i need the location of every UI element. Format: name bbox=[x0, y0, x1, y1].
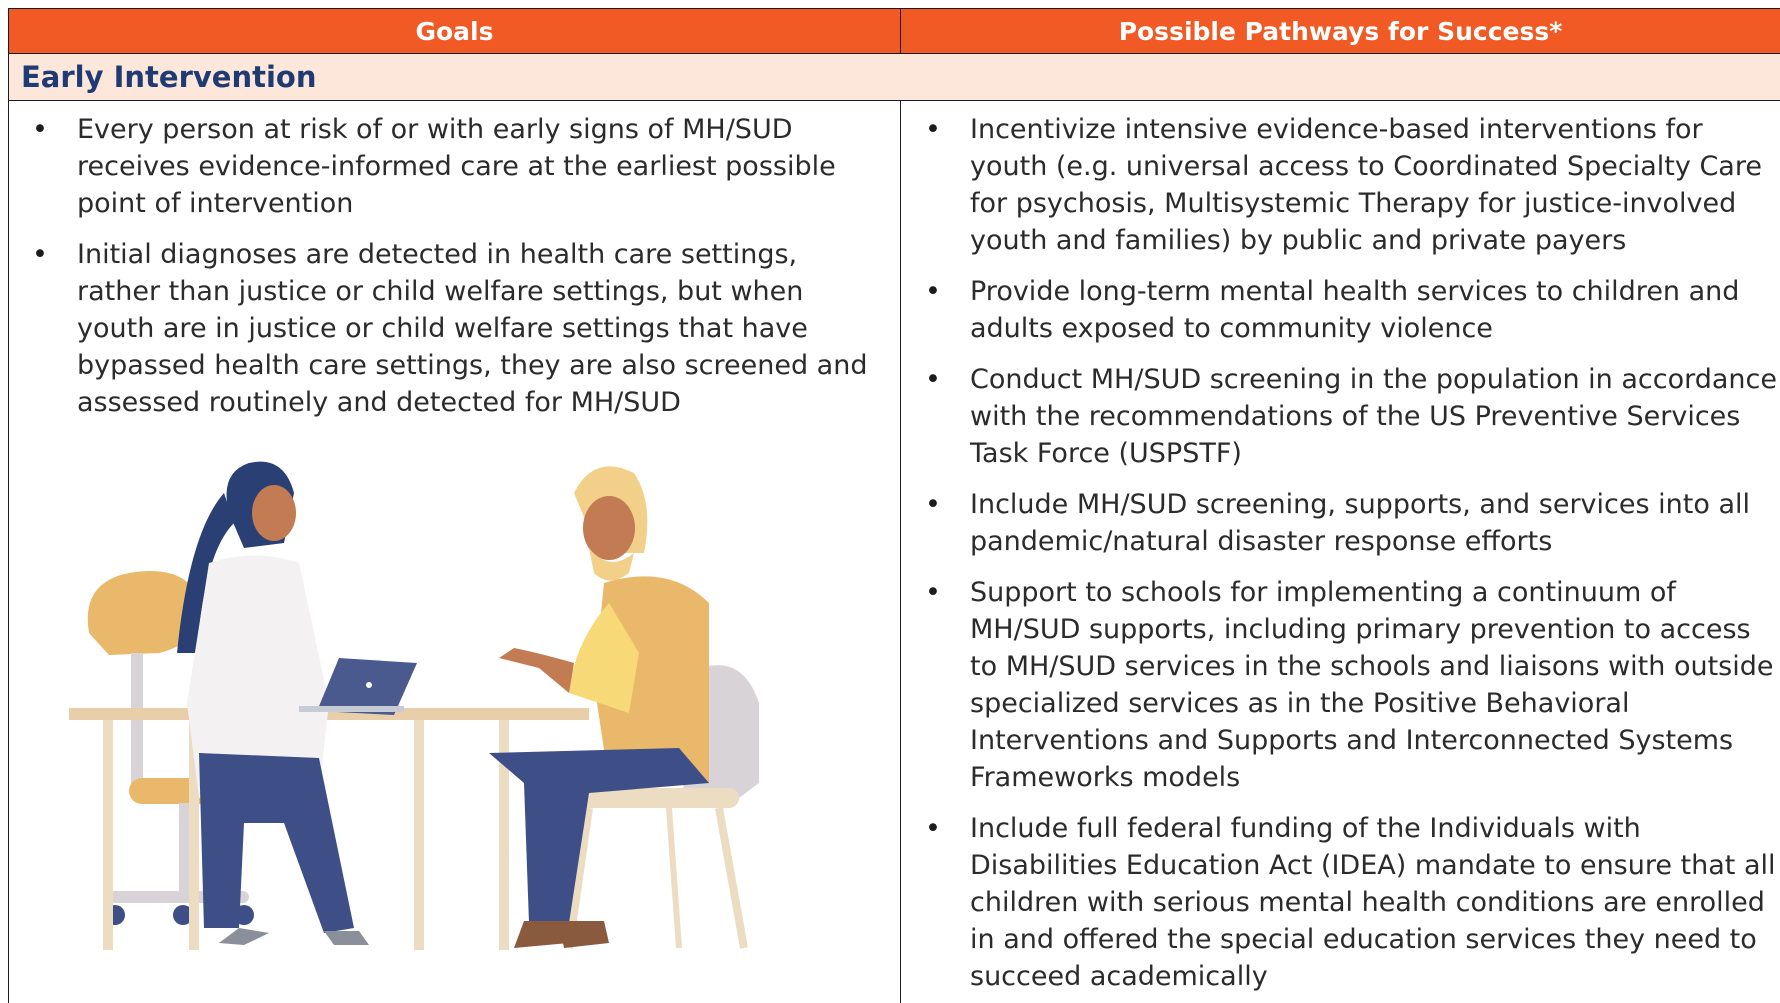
pathways-list: Incentivize intensive evidence-based int… bbox=[902, 101, 1780, 995]
goals-header: Goals bbox=[9, 9, 901, 53]
doctor-patient-consultation-icon bbox=[69, 461, 759, 950]
goals-list: Every person at risk of or with early si… bbox=[9, 101, 900, 421]
pathway-item: Include MH/SUD screening, supports, and … bbox=[925, 486, 1780, 560]
patient-figure bbox=[489, 466, 709, 948]
pathway-item: Include full federal funding of the Indi… bbox=[925, 810, 1780, 995]
pathway-item: Provide long-term mental health services… bbox=[925, 273, 1780, 347]
goals-column: Every person at risk of or with early si… bbox=[9, 101, 901, 1003]
table-header-row: Goals Possible Pathways for Success* bbox=[9, 9, 1780, 54]
section-row: Early Intervention bbox=[9, 54, 1780, 101]
pathway-item: Conduct MH/SUD screening in the populati… bbox=[925, 361, 1780, 472]
laptop-icon bbox=[299, 658, 417, 715]
pathway-item: Support to schools for implementing a co… bbox=[925, 574, 1780, 796]
goal-item: Every person at risk of or with early si… bbox=[32, 111, 888, 222]
pathways-header: Possible Pathways for Success* bbox=[1118, 16, 1563, 46]
goal-item: Initial diagnoses are detected in health… bbox=[32, 236, 888, 421]
doctor-chair bbox=[87, 571, 254, 925]
pathways-column: Incentivize intensive evidence-based int… bbox=[902, 101, 1780, 1003]
goals-pathways-table: Goals Possible Pathways for Success* Ear… bbox=[8, 8, 1780, 1003]
pathway-item: Incentivize intensive evidence-based int… bbox=[925, 111, 1780, 259]
section-title: Early Intervention bbox=[21, 60, 317, 94]
